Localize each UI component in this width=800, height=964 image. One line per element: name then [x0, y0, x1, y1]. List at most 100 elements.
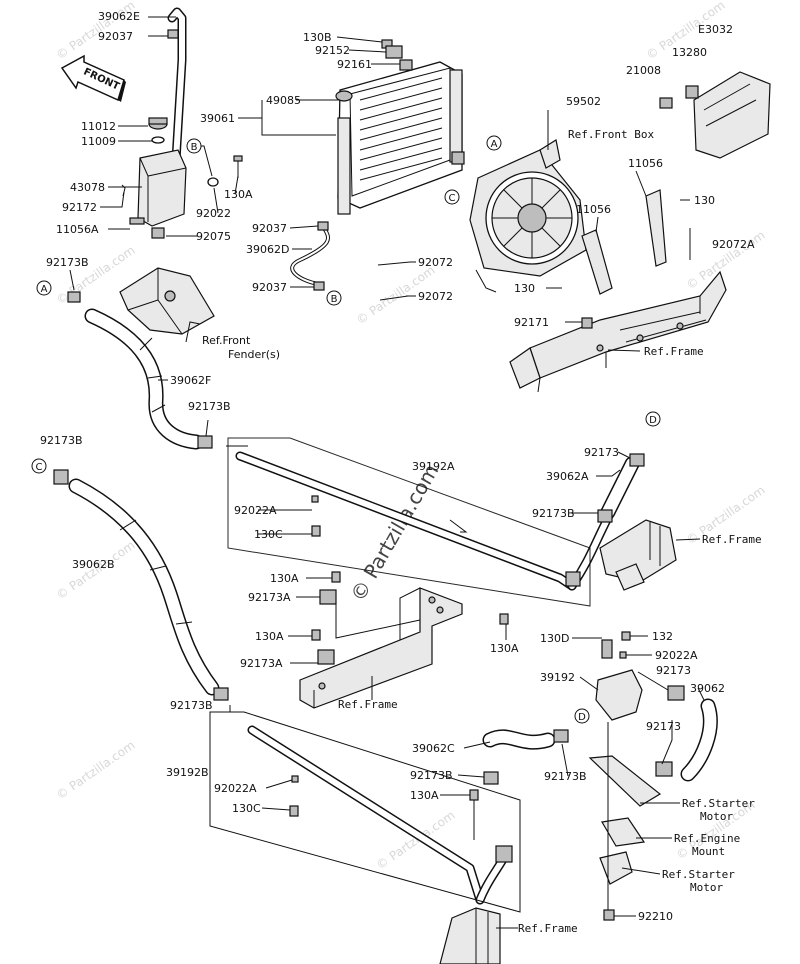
label-92072: 92072	[418, 256, 453, 269]
hose-39062F	[84, 308, 204, 450]
cushion-21008	[659, 97, 673, 109]
leader-lines	[69, 16, 705, 929]
clamp-92173B-7	[483, 771, 499, 785]
label-39062E: 39062E	[98, 10, 140, 23]
pipe-group-outline	[227, 437, 591, 607]
label-11056: 11056	[576, 203, 611, 216]
label-92173B: 92173B	[544, 770, 587, 783]
clamp-92173A-2	[317, 649, 335, 665]
bolt-130A-3	[499, 613, 509, 625]
label-39062D: 39062D	[246, 243, 289, 256]
clip-92037-low	[313, 281, 325, 291]
label-130B: 130B	[303, 31, 332, 44]
label-92173B: 92173B	[46, 256, 89, 269]
frame-upper-right	[509, 270, 727, 393]
label-92173B: 92173B	[532, 507, 575, 520]
svg-text:A: A	[491, 139, 498, 150]
label-92172: 92172	[62, 201, 97, 214]
label-130A: 130A	[224, 188, 253, 201]
label-11056A: 11056A	[56, 223, 99, 236]
starter-engine-brackets	[588, 722, 662, 921]
label-92152: 92152	[315, 44, 350, 57]
label-92075: 92075	[196, 230, 231, 243]
label-ref-frame: Ref.Frame	[644, 345, 704, 358]
frame-middle	[299, 587, 463, 709]
label-130D: 130D	[540, 632, 569, 645]
callout-B-tank: B	[186, 138, 202, 154]
clip-92037-top	[167, 29, 179, 39]
clamp-92173B-1	[67, 291, 81, 303]
label-92161: 92161	[337, 58, 372, 71]
label-92173A: 92173A	[240, 657, 283, 670]
label-43078: 43078	[70, 181, 105, 194]
frame-right-middle	[599, 519, 677, 591]
label-92173A: 92173A	[248, 591, 291, 604]
clamp-92173A-1	[319, 589, 337, 605]
label-92173B: 92173B	[170, 699, 213, 712]
watermark: © Partzilla.com	[54, 738, 138, 803]
svg-text:C: C	[449, 193, 456, 204]
clamp-92173B-5	[213, 687, 229, 701]
radiator-cap-49085	[335, 90, 353, 102]
svg-text:D: D	[649, 415, 657, 426]
label-ref-frame: Ref.Frame	[338, 698, 398, 711]
label-39061: 39061	[200, 112, 235, 125]
clamp-92173-1	[629, 453, 645, 467]
callout-A-left: A	[36, 280, 52, 296]
label-39062A: 39062A	[546, 470, 589, 483]
damper-92075	[151, 227, 165, 239]
gasket-11009	[151, 136, 165, 144]
clamp-92173B-3	[53, 469, 69, 485]
label-92173B: 92173B	[410, 769, 453, 782]
label-11009: 11009	[81, 135, 116, 148]
front-fender-bracket	[119, 267, 215, 335]
label-92037: 92037	[98, 30, 133, 43]
front-box	[659, 71, 771, 159]
label-21008: 21008	[626, 64, 661, 77]
radiator-39061	[335, 61, 465, 215]
band-92072	[377, 261, 411, 301]
label-49085: 49085	[266, 94, 301, 107]
label-130C: 130C	[254, 528, 283, 541]
bracket-11056A	[129, 217, 145, 225]
hose-39062C	[482, 729, 569, 785]
svg-text:C: C	[36, 462, 43, 473]
label-92173: 92173	[646, 720, 681, 733]
label-92037: 92037	[252, 222, 287, 235]
label-39192B: 39192B	[166, 766, 209, 779]
pipe-39192B	[247, 725, 513, 905]
hose-39062	[655, 685, 718, 782]
label-ref-frame: Ref.Frame	[702, 533, 762, 546]
label-92022A: 92022A	[655, 649, 698, 662]
label-130A: 130A	[490, 642, 519, 655]
label-130A: 130A	[270, 572, 299, 585]
label-39192: 39192	[540, 671, 575, 684]
bolt-130C-1	[311, 525, 321, 537]
label-132: 132	[652, 630, 673, 643]
bolt-130A-2	[311, 629, 321, 641]
label-39062F: 39062F	[170, 374, 211, 387]
label-92022A: 92022A	[214, 782, 257, 795]
diagram-code: E3032	[698, 23, 733, 36]
callout-C-left: C	[31, 458, 47, 474]
label-59502: 59502	[566, 95, 601, 108]
clamp-92173B-6	[553, 729, 569, 743]
svg-text:B: B	[191, 142, 198, 153]
label-130: 130	[694, 194, 715, 207]
label-ref-frame: Ref.Frame	[518, 922, 578, 935]
frame-lower	[439, 907, 501, 964]
label-130A: 130A	[255, 630, 284, 643]
svg-text:A: A	[41, 284, 48, 295]
bolt-132	[621, 631, 631, 641]
label-92022: 92022	[196, 207, 231, 220]
callout-A-radiator: A	[486, 135, 502, 151]
label-ref-front-box: Ref.Front Box	[568, 128, 654, 141]
hose-39062A	[597, 453, 645, 523]
label-92072: 92072	[418, 290, 453, 303]
reservoir-tank	[121, 7, 243, 239]
svg-text:D: D	[578, 712, 586, 723]
washer-92022A-3	[291, 775, 299, 783]
